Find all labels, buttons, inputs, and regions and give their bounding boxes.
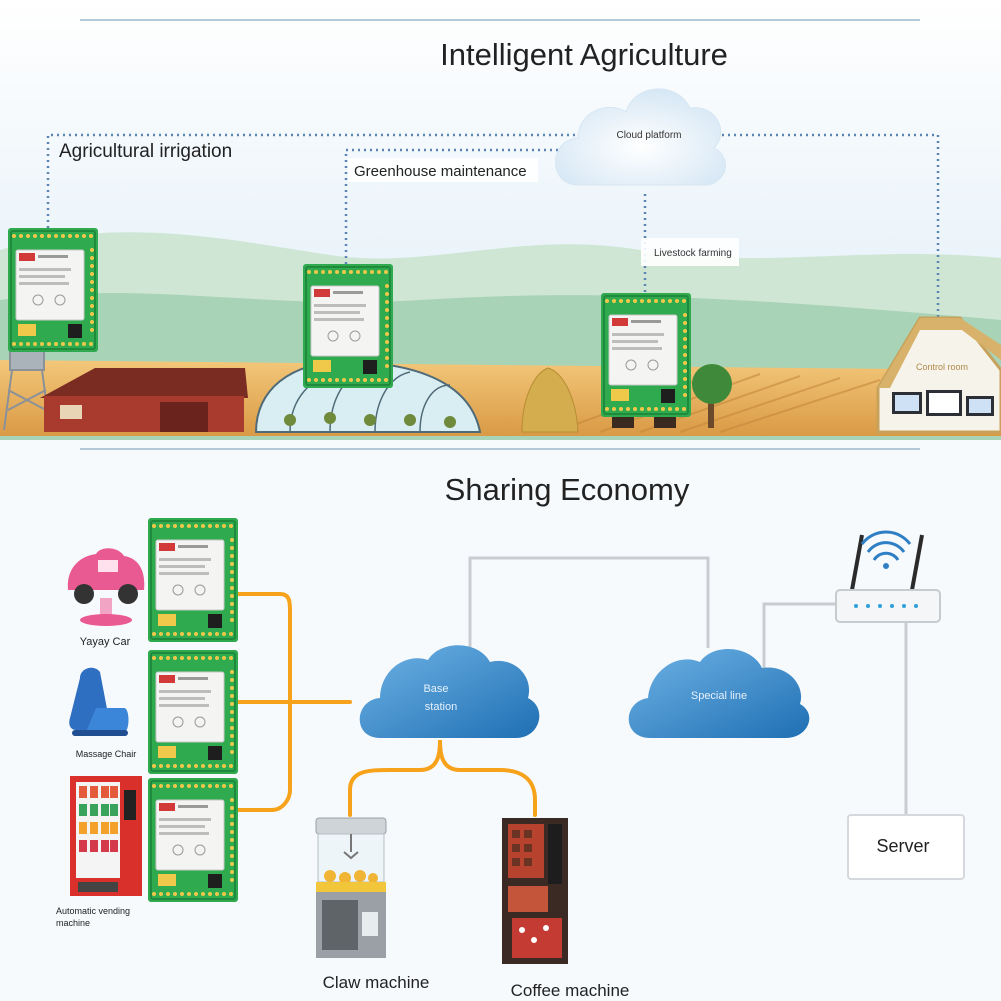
haystack-icon	[521, 367, 579, 433]
yayay-car-label: Yayay Car	[80, 636, 131, 648]
module-icon	[7, 227, 99, 353]
agriculture-section: Intelligent Agriculture Cloud platform A…	[0, 0, 1001, 440]
tree-icon	[692, 364, 732, 428]
link-irrigation	[46, 133, 580, 228]
farm-field	[0, 360, 1001, 436]
module-icon	[600, 292, 692, 418]
label-greenhouse-maintenance: Greenhouse maintenance	[354, 163, 527, 180]
vending-label-line2: machine	[56, 918, 90, 928]
dotted-links	[46, 133, 940, 318]
orange-links	[232, 592, 537, 817]
massage-chair-label: Massage Chair	[76, 749, 137, 759]
coffee-machine-icon	[502, 818, 568, 964]
link-base-to-special	[468, 556, 710, 650]
cattle-silhouettes	[612, 414, 676, 428]
module-icon	[302, 263, 394, 389]
link-control-room	[710, 133, 940, 318]
base-station-cloud-icon	[359, 645, 540, 738]
cloud-platform-label: Cloud platform	[616, 130, 681, 141]
router-icon	[835, 530, 941, 623]
agriculture-title: Intelligent Agriculture	[440, 37, 728, 72]
toy-car-icon	[67, 548, 145, 626]
module-icon	[147, 517, 239, 643]
vending-machine-icon	[70, 776, 142, 896]
control-room-icon	[876, 316, 1001, 434]
link-base-to-machines	[348, 739, 537, 817]
vending-label-line1: Automatic vending	[56, 906, 130, 916]
link-greenhouse	[344, 148, 580, 264]
special-line-label: Special line	[691, 690, 747, 702]
gray-links	[468, 556, 908, 815]
module-icon	[147, 777, 239, 903]
server-icon	[847, 814, 965, 880]
server-label: Server	[876, 836, 929, 856]
module-icon	[147, 649, 239, 775]
barn-icon	[40, 368, 248, 432]
livestock-label-box	[641, 238, 739, 266]
special-line-cloud-icon	[628, 649, 810, 738]
coffee-machine-label: Coffee machine	[511, 981, 630, 1000]
sharing-title: Sharing Economy	[445, 472, 690, 507]
base-station-label-line1: Base	[423, 683, 448, 695]
sharing-section: Sharing Economy Base station Special lin…	[56, 448, 965, 1000]
label-livestock-farming: Livestock farming	[654, 248, 732, 259]
base-station-label-line2: station	[425, 701, 457, 713]
link-special-to-router	[762, 602, 840, 668]
control-room-label: Control room	[916, 362, 968, 372]
claw-machine-icon	[315, 817, 387, 958]
label-agricultural-irrigation: Agricultural irrigation	[59, 141, 232, 162]
greenhouse-label-box	[348, 158, 538, 182]
claw-machine-label: Claw machine	[323, 973, 430, 992]
cloud-platform-icon	[555, 88, 726, 186]
massage-chair-icon	[69, 667, 129, 736]
